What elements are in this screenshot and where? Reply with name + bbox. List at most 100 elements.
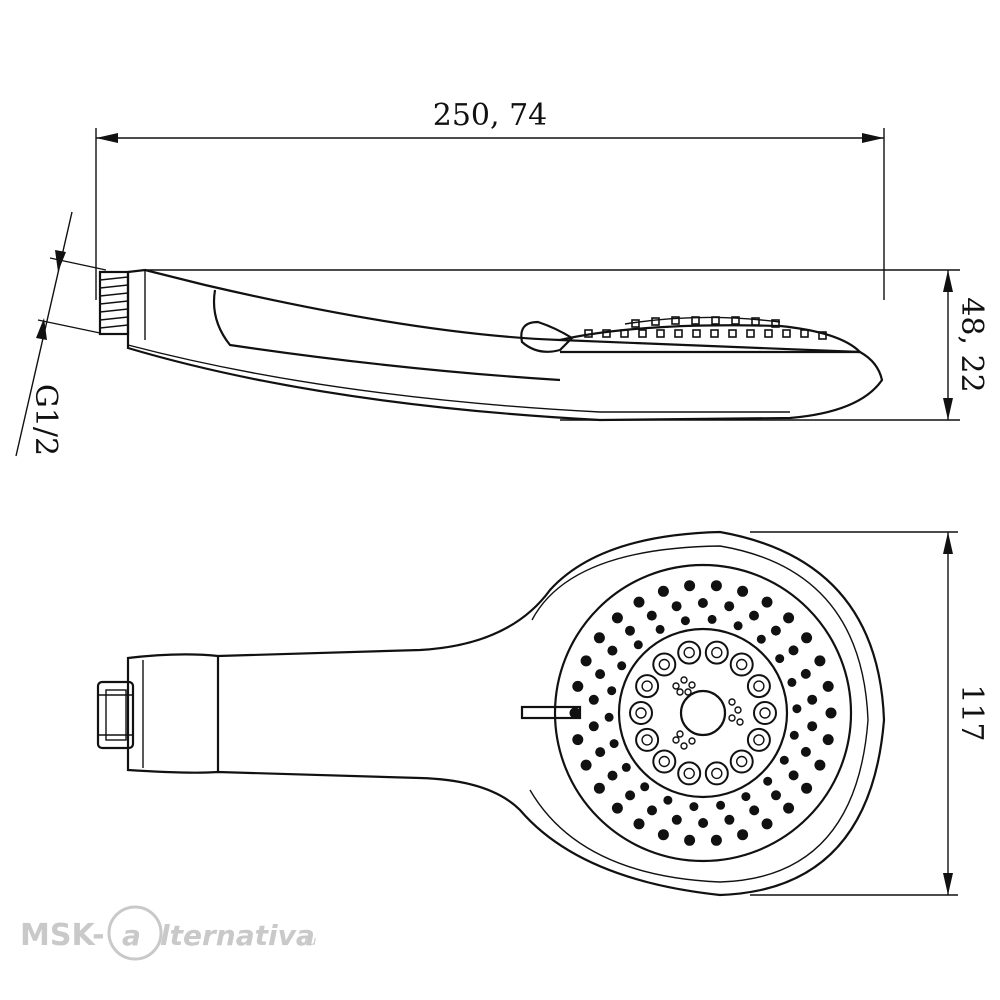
nozzle-hole	[737, 829, 749, 841]
massage-nozzles	[629, 640, 777, 786]
nozzle-hole	[710, 580, 722, 592]
nozzle-hole	[741, 792, 751, 802]
nozzle-hole	[593, 632, 605, 644]
width-dimension: 117	[750, 531, 989, 896]
nozzle-hole	[572, 734, 584, 746]
massage-nozzle	[683, 767, 695, 780]
nozzle-hole	[588, 694, 599, 705]
nozzle-hole	[825, 707, 837, 719]
center-jets	[672, 676, 744, 750]
watermark-prefix: MSK-	[20, 918, 105, 953]
watermark-circle-icon	[107, 905, 163, 961]
nozzle-hole	[588, 721, 599, 732]
nozzle-hole	[663, 795, 673, 805]
massage-nozzle	[635, 727, 660, 752]
nozzle-hole	[822, 734, 834, 746]
nozzle-hole	[604, 712, 614, 722]
thread-label: G1/2	[28, 384, 63, 456]
nozzle-hole	[788, 770, 799, 781]
nozzle-hole	[625, 790, 636, 801]
nozzle-hole	[633, 596, 645, 608]
nozzle-hole	[801, 782, 813, 794]
nozzle-hole	[607, 770, 618, 781]
nozzle-hole	[572, 680, 584, 692]
nozzle-hole	[671, 601, 682, 612]
nozzle-hole	[788, 645, 799, 656]
nozzle-hole	[775, 654, 785, 664]
nozzle-hole	[807, 694, 818, 705]
nozzle-hole	[595, 747, 606, 758]
side-handle	[126, 268, 884, 422]
length-label: 250, 74	[433, 98, 548, 133]
massage-nozzle	[652, 652, 677, 677]
front-view: 117	[96, 530, 989, 897]
watermark-tld: .ru	[300, 934, 317, 948]
nozzle-hole	[789, 730, 799, 740]
massage-nozzle	[759, 707, 771, 719]
height-dimension: 48, 22	[145, 269, 989, 421]
watermark-mark: a	[122, 919, 141, 952]
spray-plate	[553, 563, 853, 863]
nozzle-hole	[633, 640, 643, 650]
height-label: 48, 22	[954, 297, 989, 392]
side-nozzles	[584, 316, 827, 340]
nozzle-hole	[607, 686, 617, 696]
massage-nozzle	[658, 755, 670, 768]
nozzle-hole	[710, 834, 722, 846]
nozzle-hole	[569, 707, 581, 719]
nozzle-hole	[689, 802, 699, 812]
nozzle-hole	[580, 655, 592, 667]
massage-nozzle	[753, 734, 765, 746]
nozzle-hole	[761, 596, 773, 608]
massage-nozzle	[711, 646, 723, 659]
nozzle-hole	[779, 755, 789, 765]
width-label: 117	[954, 684, 989, 741]
nozzle-hole	[800, 746, 811, 757]
nozzle-hole	[593, 782, 605, 794]
massage-nozzle	[704, 640, 729, 665]
massage-nozzle	[746, 727, 771, 752]
nozzle-hole	[771, 790, 781, 801]
nozzle-hole	[655, 624, 665, 634]
nozzle-hole	[684, 834, 696, 846]
nozzle-hole	[763, 776, 773, 786]
massage-nozzle	[729, 749, 754, 774]
nozzle-hole	[611, 612, 623, 624]
nozzle-hole	[761, 818, 773, 830]
nozzle-hole	[733, 621, 743, 631]
side-connector	[98, 270, 130, 336]
massage-nozzle	[753, 680, 765, 692]
nozzle-hole	[671, 814, 682, 825]
nozzle-hole	[822, 680, 834, 692]
nozzle-hole	[783, 802, 795, 814]
nozzle-hole	[792, 704, 802, 714]
nozzle-hole	[617, 661, 627, 671]
massage-nozzle	[683, 646, 695, 659]
nozzle-hole	[697, 598, 708, 608]
nozzle-hole	[749, 805, 760, 816]
nozzle-hole	[814, 759, 826, 771]
nozzle-hole	[680, 616, 690, 626]
nozzle-hole	[770, 625, 781, 636]
nozzle-hole	[737, 585, 749, 597]
nozzle-hole	[787, 677, 797, 687]
massage-nozzle	[658, 658, 670, 671]
nozzle-hole	[807, 721, 818, 732]
nozzle-hole	[801, 632, 813, 644]
nozzle-hole	[580, 759, 592, 771]
massage-nozzle	[711, 767, 723, 780]
massage-nozzle	[677, 761, 702, 786]
massage-nozzle	[629, 701, 653, 725]
nozzle-hole	[657, 829, 669, 841]
nozzle-hole	[607, 645, 618, 656]
nozzle-hole	[657, 585, 669, 597]
nozzle-hole	[684, 580, 696, 592]
nozzle-hole	[783, 612, 795, 624]
massage-nozzle	[736, 658, 748, 671]
massage-nozzle	[635, 707, 647, 719]
nozzle-hole	[707, 614, 717, 624]
massage-nozzle	[641, 734, 653, 746]
nozzle-hole	[716, 800, 726, 810]
nozzle-hole	[611, 802, 623, 814]
watermark-rest: lternativa	[160, 919, 315, 952]
